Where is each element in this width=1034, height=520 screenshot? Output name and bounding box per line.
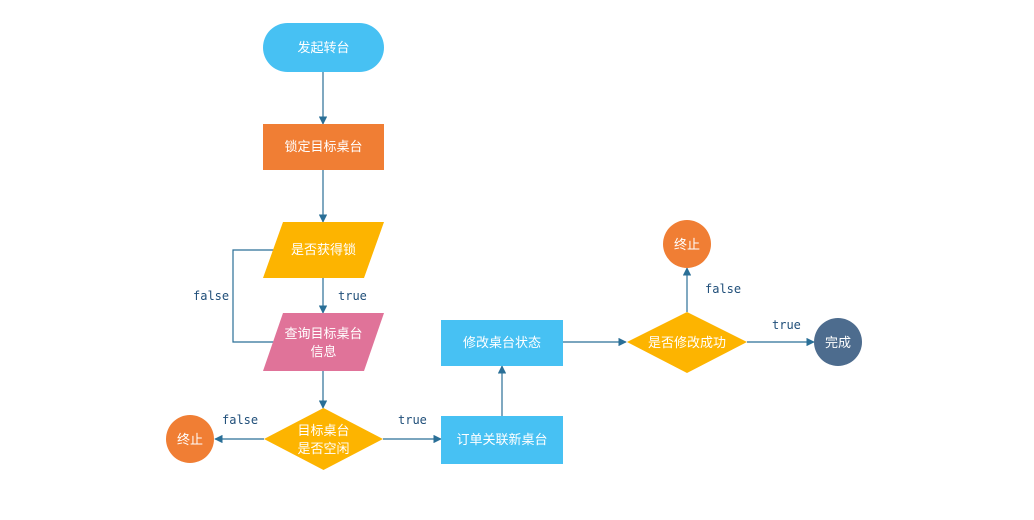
edge-query-loop-back [232,245,284,343]
edge-label-isfree-true: true [398,413,427,427]
node-modify-ok-label: 是否修改成功 [648,336,726,351]
node-query-info[interactable]: 查询目标桌台 信息 [263,313,384,371]
node-lock-target-label: 锁定目标桌台 [284,139,362,155]
edge-label-isfree-false: false [222,413,258,427]
edge-label-check-false: false [705,282,741,296]
node-modify-ok[interactable]: 是否修改成功 [627,312,747,373]
edge-label-gotlock-false: false [193,289,229,303]
node-query-info-label-1: 查询目标桌台 [284,327,362,342]
node-link-order-label: 订单关联新桌台 [456,432,547,448]
edge-label-gotlock-true: true [338,289,367,303]
node-done[interactable]: 完成 [814,318,862,366]
edge-labels: false true false true false true [193,282,801,427]
node-modify-status-label: 修改桌台状态 [463,336,541,351]
edge-label-check-true: true [772,318,801,332]
node-end-left-label: 终止 [177,432,203,448]
node-is-free-label-1: 目标桌台 [297,424,349,439]
node-start[interactable]: 发起转台 [263,23,384,72]
node-query-info-label-2: 信息 [310,344,336,360]
node-start-label: 发起转台 [297,40,349,56]
node-done-label: 完成 [825,336,851,351]
node-modify-status[interactable]: 修改桌台状态 [441,320,563,366]
node-lock-target[interactable]: 锁定目标桌台 [263,124,384,170]
node-end-top-label: 终止 [674,237,700,253]
node-got-lock[interactable]: 是否获得锁 [263,222,384,278]
edges [214,72,815,444]
node-got-lock-label: 是否获得锁 [291,242,356,258]
node-end-left[interactable]: 终止 [166,415,214,463]
node-link-order[interactable]: 订单关联新桌台 [441,416,563,464]
node-is-free[interactable]: 目标桌台 是否空闲 [264,408,383,470]
node-is-free-label-2: 是否空闲 [297,442,349,457]
node-end-top[interactable]: 终止 [663,220,711,268]
